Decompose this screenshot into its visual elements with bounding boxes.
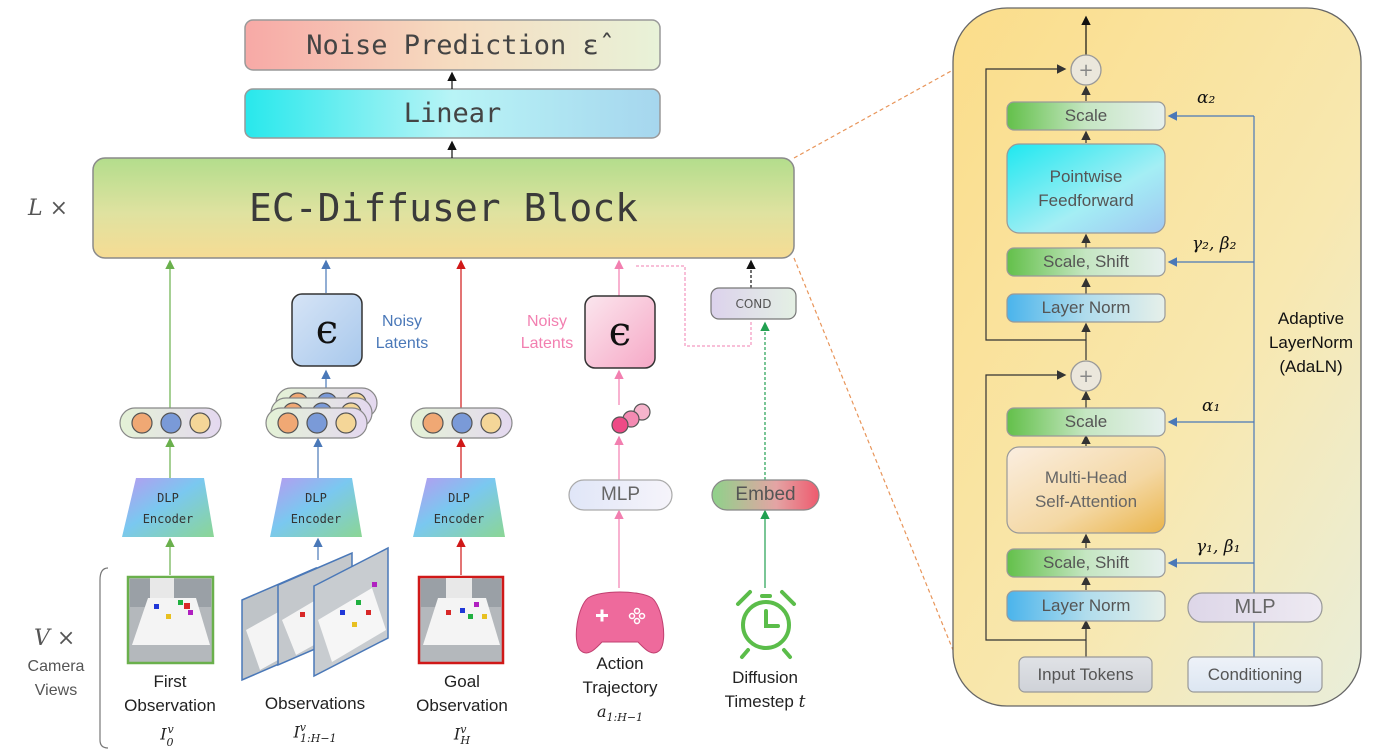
views-repeat-label: V ×	[34, 626, 76, 651]
layer-norm-label-bottom: Layer Norm	[1041, 596, 1131, 615]
layer-norm-label-top: Layer Norm	[1041, 298, 1131, 317]
epsilon-symbol-blue: ϵ	[315, 307, 339, 353]
conditioning-box	[1187, 656, 1323, 693]
embed-label: Embed	[735, 484, 796, 505]
linear-label: Linear	[403, 98, 502, 129]
pointwise-feedforward-box	[1006, 143, 1166, 234]
conditioning-label: Conditioning	[1207, 664, 1303, 684]
mlp-label-action: MLP	[600, 484, 641, 505]
observations-caption: Observations Iv1:H−1	[264, 694, 366, 745]
alpha2-label: α₂	[1197, 88, 1216, 108]
dlp-encoder-observations	[270, 478, 362, 537]
action-latent-dots	[611, 403, 651, 434]
layer-norm-box-bottom	[1006, 590, 1166, 622]
dlp-encoder-first	[122, 478, 214, 537]
scale-shift-box-bottom	[1006, 548, 1166, 578]
epsilon-box-blue	[291, 293, 363, 367]
mlp-label-adaln: MLP	[1234, 596, 1276, 618]
ec-diffuser-block-label: EC-Diffuser Block	[249, 186, 638, 230]
add-symbol-top: +	[1078, 59, 1094, 81]
mlp-pill-adaln	[1187, 592, 1323, 623]
cond-box	[710, 287, 797, 320]
mlp-pill-action	[568, 479, 673, 511]
scale-shift-box-top	[1006, 247, 1166, 277]
alpha1-label: α₁	[1202, 396, 1221, 416]
dlp-encoder-goal	[413, 478, 505, 537]
cond-label: COND	[735, 296, 772, 311]
noise-prediction-box	[244, 19, 661, 71]
latent-particles-goal	[410, 407, 513, 439]
latent-particles-observations	[265, 387, 378, 439]
gamma1-beta1-label: γ₁, β₁	[1196, 537, 1241, 557]
residual-add-top	[1070, 54, 1102, 86]
scale-label-bottom: Scale	[1064, 412, 1108, 431]
ec-diffuser-block-box	[92, 157, 795, 259]
scale-box-bottom	[1006, 407, 1166, 437]
observations-image-stack	[241, 546, 389, 682]
multi-head-self-attention-box	[1006, 446, 1166, 534]
diffusion-timestep-caption: Diffusion Timestep t	[724, 668, 806, 712]
gamma2-beta2-label: γ₂, β₂	[1192, 234, 1237, 254]
latent-particles-first	[119, 407, 222, 439]
add-symbol-bottom: +	[1078, 365, 1094, 387]
layer-norm-box-top	[1006, 293, 1166, 323]
epsilon-symbol-pink: ϵ	[608, 309, 632, 355]
alarm-clock-icon	[736, 590, 796, 659]
residual-add-bottom	[1070, 360, 1102, 392]
scale-box-top	[1006, 101, 1166, 131]
goal-observation-image	[417, 575, 505, 665]
gamepad-icon	[575, 591, 665, 654]
scale-shift-label-top: Scale, Shift	[1043, 252, 1129, 271]
layer-repeat-label: L ×	[28, 196, 69, 221]
epsilon-box-pink	[584, 295, 656, 369]
scale-shift-label-bottom: Scale, Shift	[1043, 553, 1129, 572]
embed-pill	[711, 479, 820, 511]
input-tokens-label: Input Tokens	[1037, 664, 1134, 684]
noise-prediction-label: Noise Prediction ε̂	[306, 29, 599, 61]
first-observation-image	[126, 575, 215, 665]
scale-label-top: Scale	[1064, 106, 1108, 125]
input-tokens-box	[1018, 656, 1153, 693]
